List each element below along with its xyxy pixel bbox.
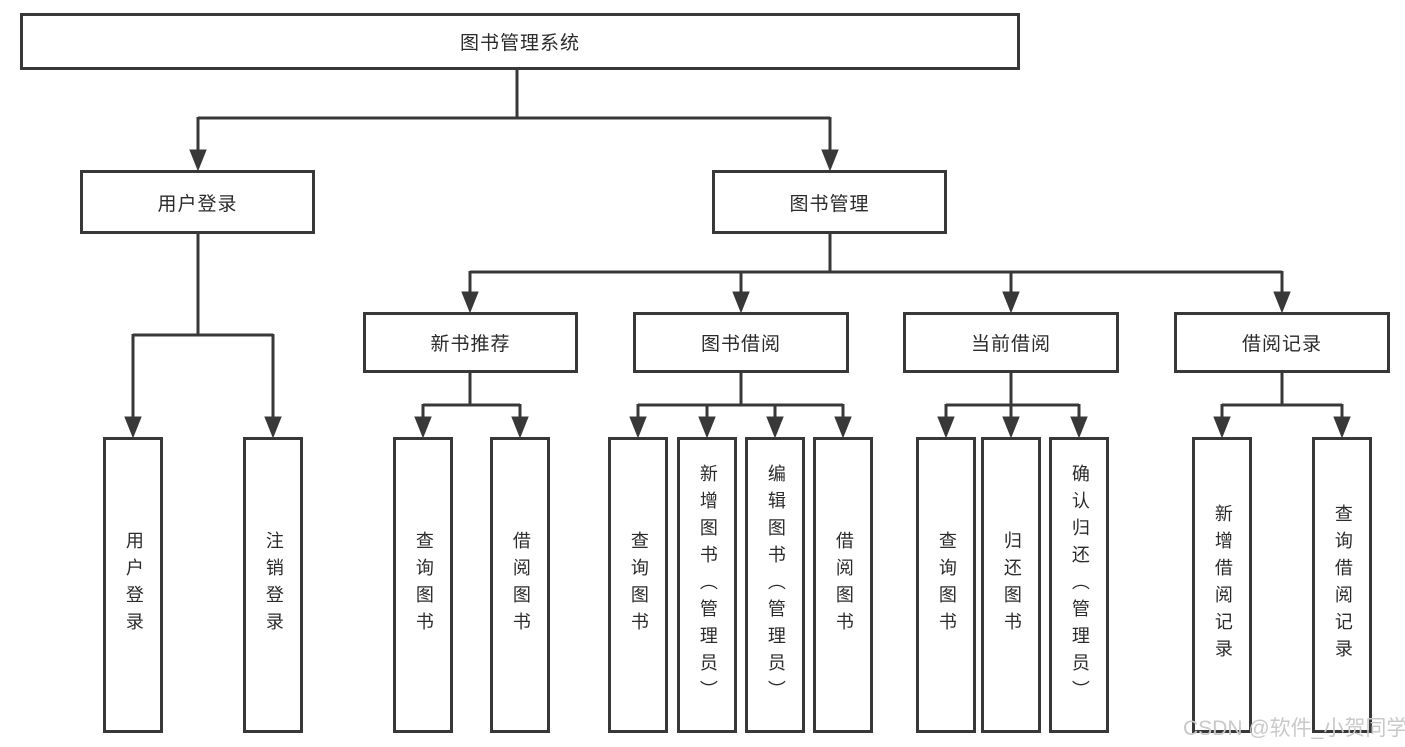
leaf-label: 新增图书（管理员）: [697, 463, 718, 707]
node-book-borrowing: 图书借阅: [633, 312, 849, 373]
node-new-book-recommend: 新书推荐: [363, 312, 578, 373]
node-label: 图书管理: [789, 193, 870, 215]
leaf-borrow-edit-books-admin: 编辑图书（管理员）: [745, 437, 805, 733]
leaf-current-confirm-return-admin: 确认归还（管理员）: [1049, 437, 1109, 733]
node-user-login: 用户登录: [80, 170, 315, 234]
leaf-label: 查询借阅记录: [1332, 504, 1353, 666]
node-label: 用户登录: [157, 193, 238, 215]
leaf-label: 查询图书: [413, 531, 434, 639]
node-current-borrowing: 当前借阅: [903, 312, 1119, 373]
leaf-borrow-add-books-admin: 新增图书（管理员）: [677, 437, 737, 733]
leaf-user-login: 用户登录: [103, 437, 163, 733]
leaf-label: 注销登录: [263, 531, 284, 639]
leaf-label: 借阅图书: [833, 531, 854, 639]
leaf-label: 用户登录: [123, 531, 144, 639]
leaf-logout: 注销登录: [243, 437, 303, 733]
leaf-label: 查询图书: [936, 531, 957, 639]
leaf-borrow-borrow-books: 借阅图书: [813, 437, 873, 733]
leaf-label: 查询图书: [628, 531, 649, 639]
leaf-records-add-record: 新增借阅记录: [1192, 437, 1252, 733]
node-label: 新书推荐: [430, 334, 511, 355]
leaf-current-return-books: 归还图书: [981, 437, 1041, 733]
leaf-recommend-borrow-books: 借阅图书: [490, 437, 550, 733]
leaf-recommend-query-books: 查询图书: [393, 437, 453, 733]
node-label: 借阅记录: [1241, 334, 1322, 355]
node-label: 图书借阅: [700, 334, 781, 355]
leaf-label: 借阅图书: [510, 531, 531, 639]
leaf-current-query-books: 查询图书: [916, 437, 976, 733]
node-label: 图书管理系统: [459, 33, 580, 54]
node-borrowing-records: 借阅记录: [1174, 312, 1390, 373]
node-book-management: 图书管理: [712, 170, 947, 234]
csdn-watermark: CSDN @软件_小贺同学: [1183, 717, 1405, 740]
leaf-borrow-query-books: 查询图书: [608, 437, 668, 733]
node-library-management-system: 图书管理系统: [20, 13, 1020, 70]
leaf-records-query-record: 查询借阅记录: [1312, 437, 1372, 733]
leaf-label: 编辑图书（管理员）: [765, 463, 786, 707]
node-label: 当前借阅: [970, 334, 1051, 355]
leaf-label: 新增借阅记录: [1212, 504, 1233, 666]
leaf-label: 归还图书: [1001, 531, 1022, 639]
leaf-label: 确认归还（管理员）: [1069, 463, 1090, 707]
